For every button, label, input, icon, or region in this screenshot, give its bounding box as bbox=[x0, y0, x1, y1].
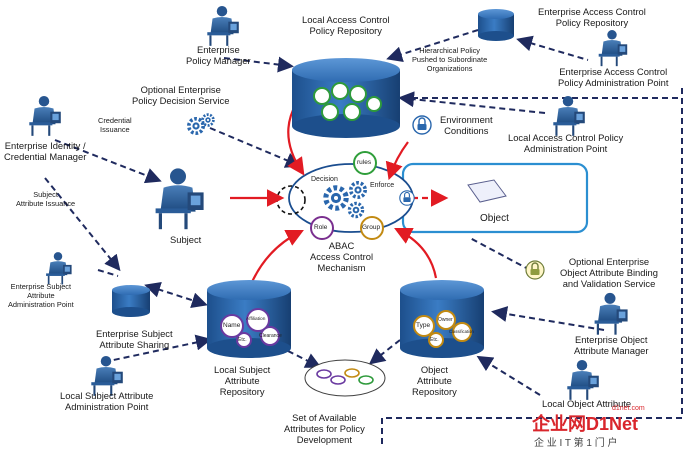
enforce-padlock-icon bbox=[399, 190, 415, 206]
group-circle bbox=[360, 216, 384, 240]
rules-label: rules bbox=[357, 159, 372, 166]
subject-person-icon bbox=[155, 168, 204, 230]
object-etc-label: Etc. bbox=[430, 337, 439, 343]
attribute-sharing-connector bbox=[144, 282, 208, 308]
enterprise-identity-person-icon bbox=[29, 95, 61, 136]
role-label: Role bbox=[314, 224, 328, 231]
group-label: Group bbox=[362, 224, 381, 231]
local-access-control-policy-repository-cylinder bbox=[292, 58, 400, 138]
object-attribute-repository-cylinder bbox=[400, 280, 484, 358]
affiliation-attribute-label: Affiliation bbox=[246, 317, 266, 322]
subject-etc-label: Etc. bbox=[238, 337, 247, 343]
subject-repo-to-attribute-set-connector bbox=[269, 341, 322, 368]
pds-to-decision-connector bbox=[209, 127, 302, 168]
enterprise-access-control-policy-repository-cylinder bbox=[478, 9, 514, 41]
enterprise-subject-attribute-cylinder bbox=[112, 285, 150, 317]
local-object-attribute-label: Local Object Attribute bbox=[542, 398, 632, 409]
subject-attr-admin-connector bbox=[97, 269, 119, 277]
enforce-label: Enforce bbox=[370, 182, 395, 189]
local-subject-admin-connector bbox=[103, 334, 212, 363]
clearance-attribute-label: Clearance bbox=[259, 333, 282, 339]
object-manager-connector bbox=[491, 306, 605, 331]
subject-repo-to-mechanism-arrow bbox=[251, 230, 304, 283]
credential-issuance-connector bbox=[54, 139, 162, 184]
enterprise-policy-admin-person-icon bbox=[598, 30, 628, 67]
enterprise-subject-admin-person-icon bbox=[46, 252, 72, 285]
object-repo-to-mechanism-arrow bbox=[394, 228, 438, 279]
policy-manager-to-local-repo-connector bbox=[223, 56, 294, 73]
object-repo-to-attribute-set-connector bbox=[368, 339, 401, 365]
binding-service-connector bbox=[469, 237, 531, 271]
classification-attribute-label: Classification bbox=[449, 329, 474, 334]
optional-pds-gears-icon bbox=[187, 113, 215, 135]
binding-padlock-icon bbox=[525, 260, 545, 280]
enterprise-repo-to-local-repo-connector bbox=[386, 29, 479, 62]
local-admin-to-local-repo-connector bbox=[398, 91, 546, 114]
name-attribute-label: Name bbox=[223, 322, 241, 329]
local-object-admin-connector bbox=[476, 355, 541, 396]
environment-padlock-icon bbox=[412, 115, 432, 135]
role-circle bbox=[310, 216, 334, 240]
abac-mechanism-ring bbox=[288, 163, 414, 233]
watermark-url: d1net.com bbox=[612, 405, 645, 412]
enterprise-repo-admin-connector bbox=[516, 35, 589, 61]
watermark-subtitle: 企 业 I T 第 1 门 户 bbox=[534, 438, 618, 449]
decision-label: Decision bbox=[311, 176, 338, 183]
watermark-brand: 企业网D1Net bbox=[532, 414, 639, 434]
rules-circle bbox=[353, 151, 377, 175]
local-object-admin-person-icon bbox=[567, 359, 599, 400]
local-subject-attribute-repository-cylinder bbox=[207, 280, 291, 358]
enterprise-identity-label: Enterprise Identity /Credential Manager bbox=[4, 140, 87, 162]
object-document-icon bbox=[467, 179, 507, 203]
local-policy-admin-person-icon bbox=[553, 95, 585, 136]
object-label: Object bbox=[480, 213, 509, 224]
subject-label: Subject bbox=[170, 234, 202, 245]
type-attribute-label: Type bbox=[416, 322, 431, 329]
environment-to-enforce-arrow bbox=[385, 141, 409, 181]
available-attributes-set bbox=[304, 359, 386, 397]
object-attribute-right-border-connector bbox=[382, 88, 683, 419]
enterprise-policy-manager-person-icon bbox=[207, 5, 239, 46]
owner-attribute-label: Owner bbox=[438, 317, 453, 323]
